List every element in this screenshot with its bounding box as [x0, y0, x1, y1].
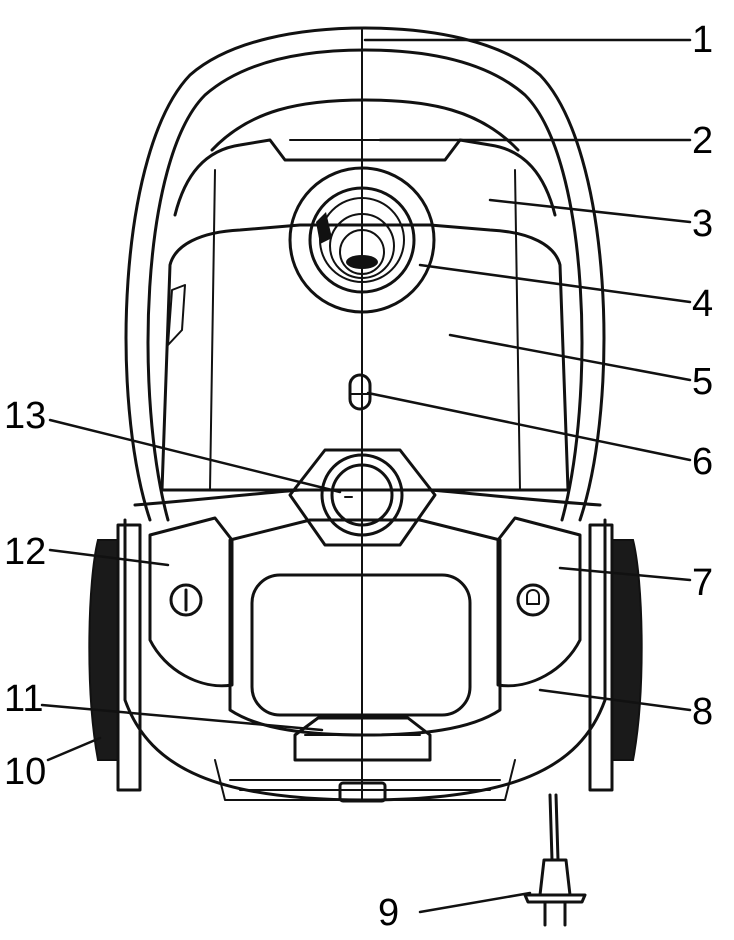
callout-labels: 1 2 3 4 5 6 7 8 9 10 11 12 13 — [4, 19, 713, 934]
leader-lines — [40, 38, 692, 914]
leader-13 — [48, 418, 342, 494]
lower-body — [123, 488, 607, 803]
callout-8: 8 — [692, 691, 713, 733]
callout-7: 7 — [692, 562, 713, 604]
callout-3: 3 — [692, 203, 713, 245]
leader-5 — [448, 333, 692, 382]
callout-10: 10 — [4, 751, 46, 793]
dust-compartment-cover — [160, 169, 570, 492]
callout-2: 2 — [692, 120, 713, 162]
right-wheel — [588, 523, 643, 792]
leader-6 — [366, 391, 692, 462]
callout-13: 13 — [4, 395, 46, 437]
left-wheel — [88, 523, 142, 792]
callout-12: 12 — [4, 531, 46, 573]
leader-9 — [418, 891, 532, 914]
leader-7 — [558, 566, 692, 582]
left-side-panel — [148, 516, 234, 688]
leader-3 — [488, 198, 692, 224]
exhaust-grille — [228, 518, 502, 737]
dust-indicator — [348, 373, 372, 411]
leader-12 — [48, 548, 170, 567]
leader-11 — [40, 703, 324, 732]
callout-6: 6 — [692, 441, 713, 483]
carry-handle — [124, 26, 606, 522]
callout-4: 4 — [692, 283, 713, 325]
leader-8 — [538, 688, 692, 712]
callout-9: 9 — [378, 892, 399, 934]
leader-10 — [46, 736, 102, 762]
right-side-panel — [496, 516, 582, 688]
callout-1: 1 — [692, 19, 713, 61]
leader-4 — [418, 263, 692, 304]
callout-5: 5 — [692, 361, 713, 403]
power-cord — [523, 793, 587, 927]
callout-11: 11 — [4, 678, 43, 720]
